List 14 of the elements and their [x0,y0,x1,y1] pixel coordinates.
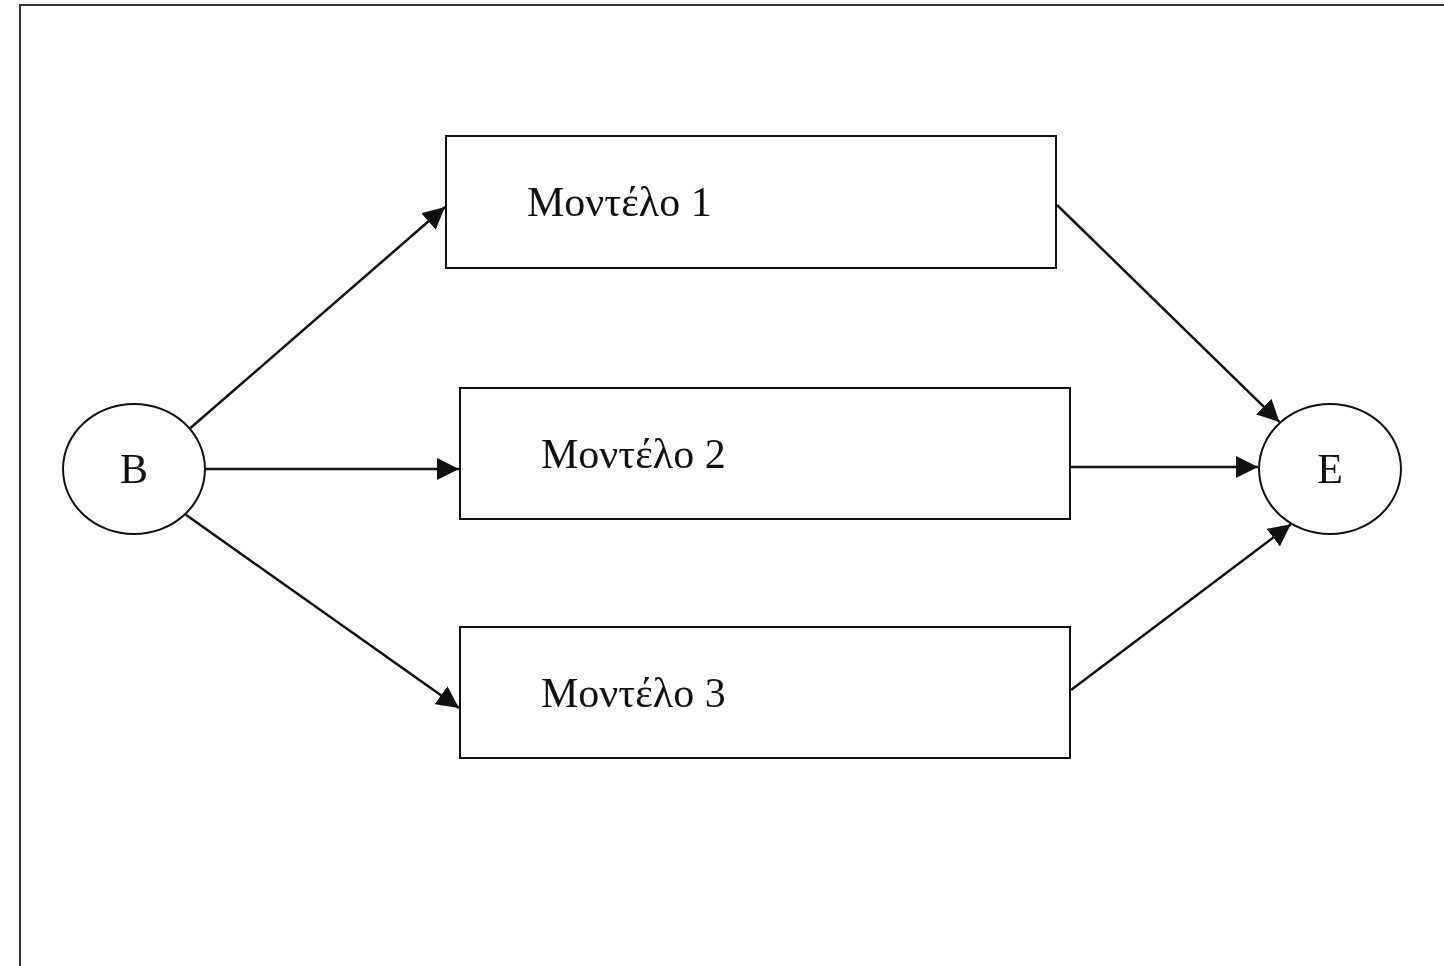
arrow [189,206,446,429]
arrow [1056,204,1281,423]
process-box [459,387,1071,520]
node-label: Μοντέλο 1 [527,178,712,226]
node-label: Μοντέλο 2 [541,429,726,478]
node-label: B [120,445,148,493]
arrow [206,458,459,480]
arrow [185,513,460,710]
arrow [1070,523,1292,691]
arrow [1071,456,1259,478]
node-label: Μοντέλο 3 [541,668,726,717]
process-box [459,626,1071,759]
node-label: E [1317,445,1343,493]
process-box [445,135,1057,269]
